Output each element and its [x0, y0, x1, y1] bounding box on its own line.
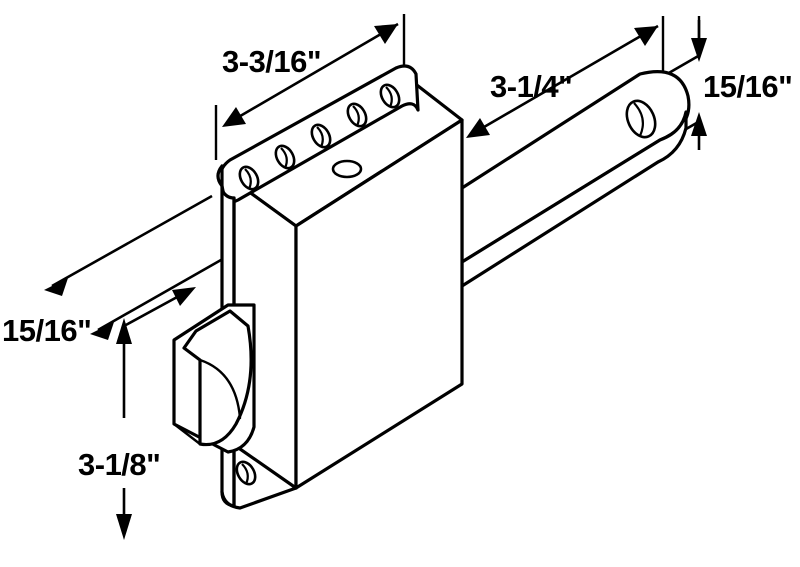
dim-label-body-height: 3-1/8": [78, 447, 160, 482]
dim-label-plate-thickness: 15/16": [2, 313, 91, 348]
dim-plate-thickness-group: [44, 194, 229, 340]
dim-label-arm-thickness: 15/16": [703, 69, 792, 104]
thumb-turn-latch: [172, 303, 256, 454]
body-right-face: [294, 118, 464, 490]
arrow-head-width-top-right: [374, 24, 398, 44]
arrow-head-platethk-upper: [44, 278, 68, 296]
arrow-head-armthk-top: [691, 38, 707, 62]
leader-platethk-lower: [97, 254, 229, 332]
arrow-head-platethk-lower: [90, 322, 114, 340]
arrow-head-bodyheight-leader: [172, 287, 196, 306]
screw-hole-3: [310, 123, 332, 149]
arm-end-hole: [625, 99, 657, 139]
screw-hole-2: [274, 144, 296, 170]
extension-arm: [460, 70, 691, 288]
dim-body-height-group: [116, 287, 196, 540]
arm-side-face: [460, 110, 688, 288]
screw-hole-1: [238, 165, 260, 191]
dim-arm-thickness-group: [647, 16, 707, 153]
arrow-head-arm-right: [634, 26, 658, 46]
dim-line-arm-length: [471, 24, 659, 136]
latch-thumb-tab: [182, 309, 253, 447]
top-mounting-plate: [218, 64, 420, 204]
arrow-head-bodyheight-bottom: [116, 514, 132, 540]
latch-bracket-bottom-edge: [172, 422, 202, 446]
latch-tab-notch: [182, 329, 198, 350]
arm-end-hole-inner-shade: [633, 102, 645, 137]
dim-label-arm-length: 3-1/4": [490, 69, 572, 104]
screw-hole-5: [379, 83, 401, 109]
screw-hole-4: [346, 102, 368, 128]
leader-platethk-upper: [51, 194, 213, 288]
vertical-plate-bottom: [220, 486, 298, 510]
latch-tab-crease: [198, 358, 242, 420]
dim-label-width-top: 3-3/16": [222, 44, 321, 79]
arrow-head-bodyheight-top: [116, 318, 132, 344]
screw-hole-2-shade: [280, 147, 288, 169]
dim-line-width-top: [229, 22, 399, 124]
screw-hole-1-shade: [244, 168, 252, 190]
screw-hole-4-shade: [352, 105, 360, 127]
center-slot: [331, 159, 363, 179]
screw-hole-3-shade: [316, 126, 324, 148]
arrow-head-arm-left: [466, 118, 490, 138]
bottom-plate-hole: [235, 460, 257, 486]
screw-hole-5-shade: [385, 86, 393, 108]
arrow-head-width-top-left: [222, 107, 246, 127]
bottom-plate-hole-shade: [241, 463, 249, 485]
arrow-head-armthk-bottom: [691, 112, 707, 136]
